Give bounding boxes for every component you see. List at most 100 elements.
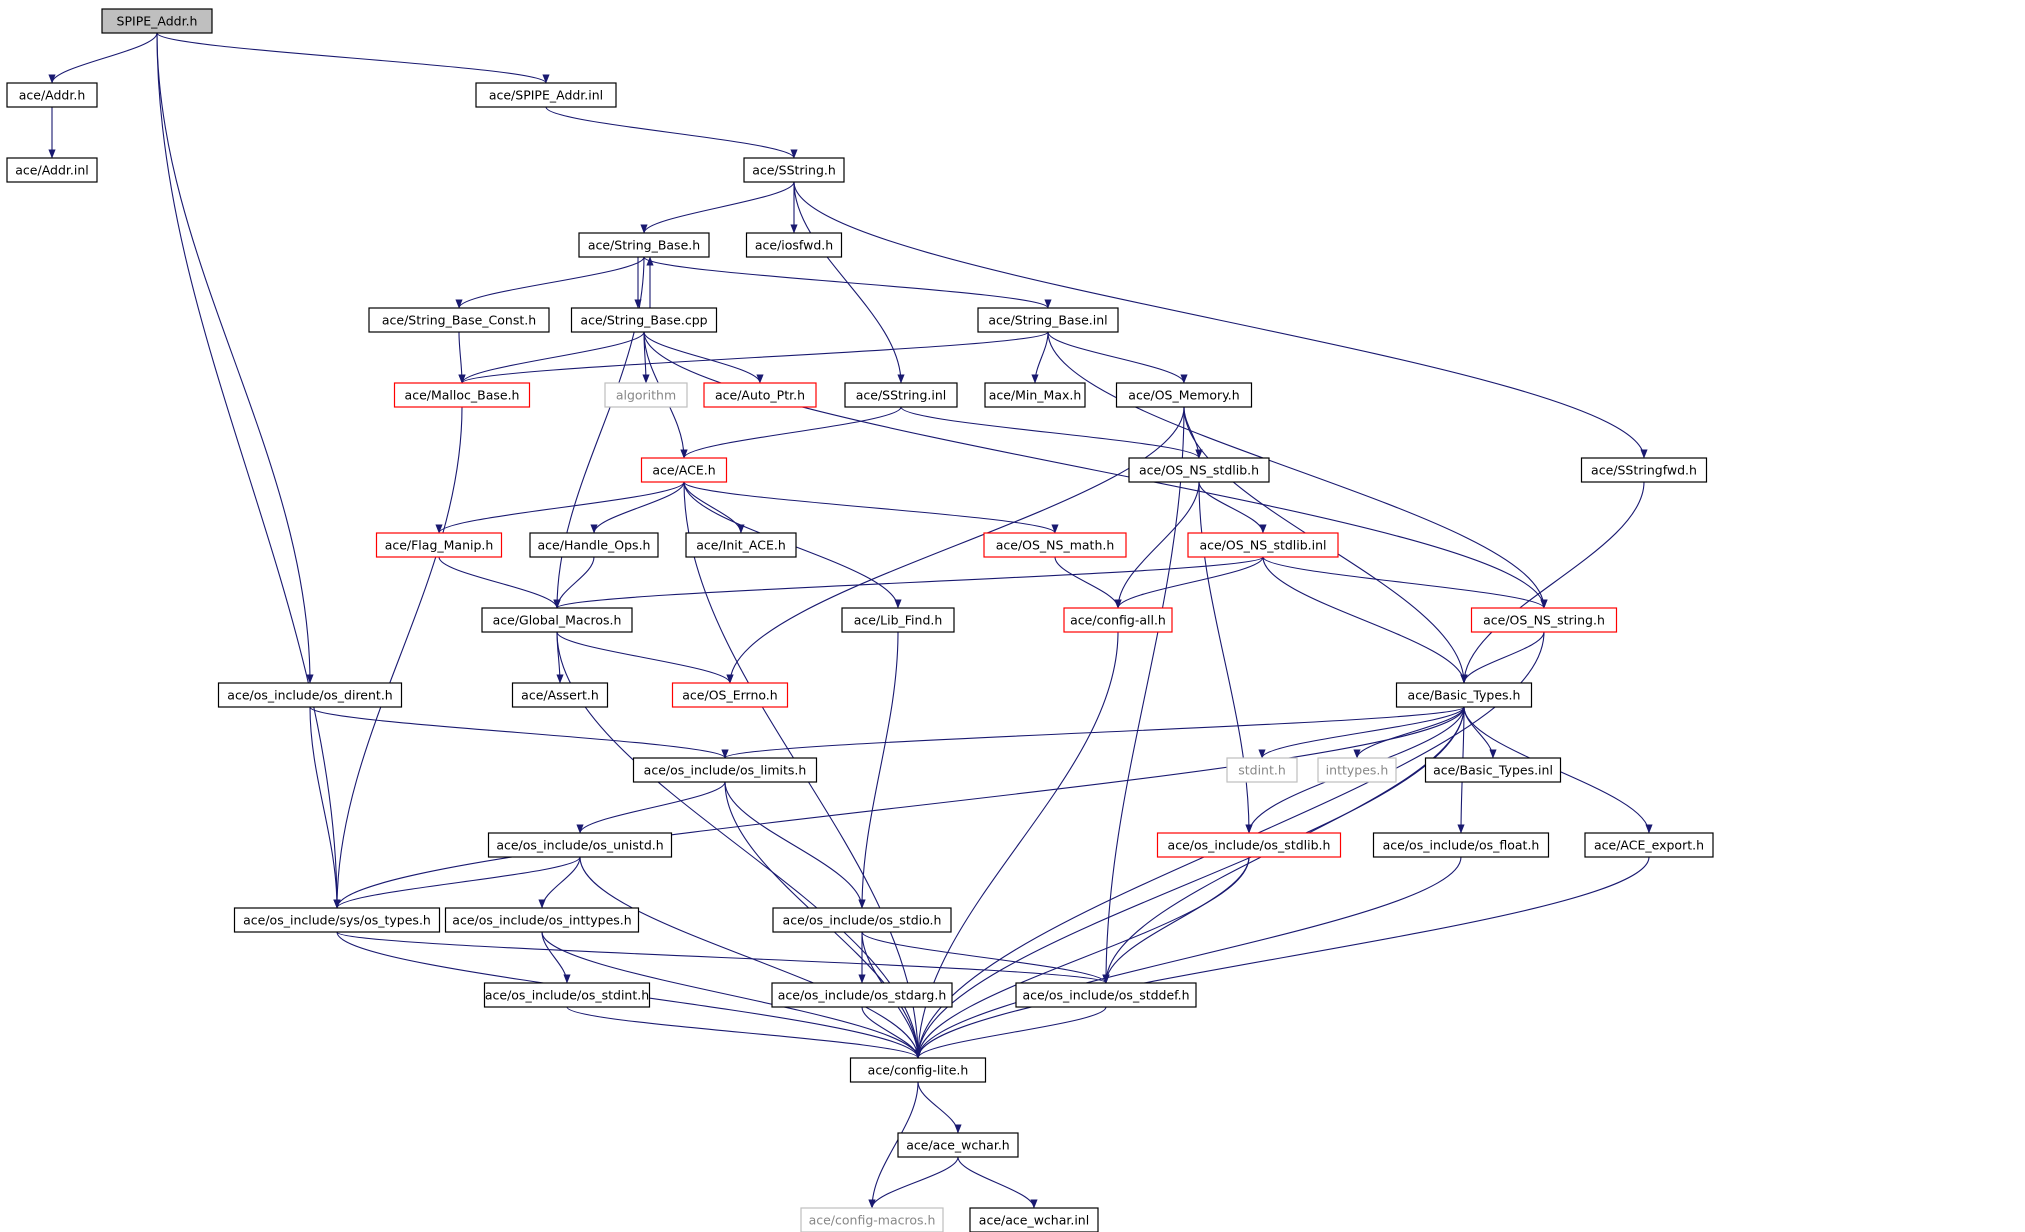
node-box: [578, 232, 710, 258]
node-addr-h[interactable]: ace/Addr.h: [6, 82, 98, 108]
node-box: [841, 607, 955, 633]
node-assert-h[interactable]: ace/Assert.h: [511, 682, 609, 708]
node-strbase-h[interactable]: ace/String_Base.h: [578, 232, 710, 258]
node-box: [849, 1057, 987, 1083]
node-box: [897, 1132, 1019, 1158]
node-config-lite[interactable]: ace/config-lite.h: [849, 1057, 987, 1083]
edge-os_stdint-to-config_lite: [566, 1006, 922, 1059]
node-algorithm[interactable]: algorithm: [604, 382, 688, 408]
node-box: [1063, 607, 1173, 633]
node-strbase-const[interactable]: ace/String_Base_Const.h: [368, 307, 550, 333]
node-os-unistd[interactable]: ace/os_include/os_unistd.h: [487, 832, 673, 858]
node-box: [1424, 757, 1562, 783]
node-label: inttypes.h: [1326, 763, 1389, 778]
node-auto-ptr[interactable]: ace/Auto_Ptr.h: [703, 382, 817, 408]
edge-ace_h-to-flag_manip: [435, 481, 685, 534]
node-strbase-cpp[interactable]: ace/String_Base.cpp: [570, 307, 718, 333]
node-os-errno[interactable]: ace/OS_Errno.h: [671, 682, 789, 708]
node-strbase-inl[interactable]: ace/String_Base.inl: [977, 307, 1119, 333]
node-os-stdint[interactable]: ace/os_include/os_stdint.h: [483, 982, 651, 1008]
node-basic-types-inl[interactable]: ace/Basic_Types.inl: [1424, 757, 1562, 783]
node-os-ns-stdlib-inl[interactable]: ace/OS_NS_stdlib.inl: [1187, 532, 1339, 558]
node-os-limits[interactable]: ace/os_include/os_limits.h: [632, 757, 818, 783]
node-ace-wchar-h[interactable]: ace/ace_wchar.h: [897, 1132, 1019, 1158]
node-init-ace[interactable]: ace/Init_ACE.h: [685, 532, 797, 558]
edge-sstring_inl-to-ace_h: [680, 406, 902, 459]
node-label: ace/os_include/os_stddef.h: [1022, 988, 1189, 1003]
node-label: algorithm: [616, 388, 676, 403]
node-box: [487, 832, 673, 858]
node-box: [217, 682, 403, 708]
node-label: ace/os_include/os_dirent.h: [227, 688, 392, 703]
node-os-stddef[interactable]: ace/os_include/os_stddef.h: [1015, 982, 1197, 1008]
node-label: ace/ace_wchar.inl: [979, 1213, 1089, 1228]
node-label: ace/String_Base.cpp: [580, 313, 707, 328]
node-malloc-base[interactable]: ace/Malloc_Base.h: [393, 382, 531, 408]
node-box: [101, 8, 213, 34]
node-sstringfwd[interactable]: ace/SStringfwd.h: [1580, 457, 1708, 483]
node-box: [703, 382, 817, 408]
node-iosfwd[interactable]: ace/iosfwd.h: [745, 232, 843, 258]
node-os-ns-string[interactable]: ace/OS_NS_string.h: [1470, 607, 1618, 633]
edge-ace_h-to-os_ns_math: [683, 481, 1059, 534]
node-lib-find[interactable]: ace/Lib_Find.h: [841, 607, 955, 633]
node-sys-types[interactable]: ace/os_include/sys/os_types.h: [233, 907, 441, 933]
node-label: ace/config-all.h: [1070, 613, 1166, 628]
node-box: [1580, 457, 1708, 483]
node-os-memory[interactable]: ace/OS_Memory.h: [1115, 382, 1253, 408]
node-inttypes[interactable]: inttypes.h: [1317, 757, 1397, 783]
edge-strbase_cpp-to-os_ns_string: [643, 331, 1548, 609]
node-box: [393, 382, 531, 408]
edges-layer: [48, 32, 1653, 1209]
node-root[interactable]: SPIPE_Addr.h: [101, 8, 213, 34]
node-label: ace/os_include/sys/os_types.h: [243, 913, 431, 928]
node-flag-manip[interactable]: ace/Flag_Manip.h: [375, 532, 503, 558]
node-box: [604, 382, 688, 408]
node-os-stdarg[interactable]: ace/os_include/os_stdarg.h: [771, 982, 953, 1008]
node-config-macros[interactable]: ace/config-macros.h: [800, 1207, 944, 1232]
node-addr-inl[interactable]: ace/Addr.inl: [6, 157, 98, 183]
node-box: [984, 382, 1086, 408]
node-global-macros[interactable]: ace/Global_Macros.h: [481, 607, 633, 633]
node-os-stdlib-h[interactable]: ace/os_include/os_stdlib.h: [1156, 832, 1342, 858]
node-min-max[interactable]: ace/Min_Max.h: [984, 382, 1086, 408]
node-ace-h[interactable]: ace/ACE.h: [640, 457, 728, 483]
node-os-inttypes[interactable]: ace/os_include/os_inttypes.h: [444, 907, 640, 933]
node-label: ace/os_include/os_float.h: [1383, 838, 1540, 853]
node-label: ace/Global_Macros.h: [493, 613, 622, 628]
node-box: [1187, 532, 1339, 558]
node-box: [6, 157, 98, 183]
edge-os_ns_stdlib_inl-to-global_macros: [553, 556, 1264, 609]
edge-spipe_inl-to-sstring_h: [545, 106, 798, 159]
edge-ace_h-to-init_ace: [683, 481, 745, 534]
node-os-ns-math[interactable]: ace/OS_NS_math.h: [983, 532, 1127, 558]
node-os-ns-stdlib-h[interactable]: ace/OS_NS_stdlib.h: [1128, 457, 1270, 483]
node-box: [977, 307, 1119, 333]
node-box: [570, 307, 718, 333]
node-sstring-inl[interactable]: ace/SString.inl: [844, 382, 958, 408]
node-handle-ops[interactable]: ace/Handle_Ops.h: [529, 532, 659, 558]
node-os-dirent[interactable]: ace/os_include/os_dirent.h: [217, 682, 403, 708]
edge-os_ns_stdlib_inl-to-os_ns_string: [1262, 556, 1548, 609]
node-ace-export[interactable]: ace/ACE_export.h: [1584, 832, 1714, 858]
node-label: ace/Init_ACE.h: [696, 538, 786, 553]
edge-strbase_cpp-to-malloc_base: [458, 331, 645, 384]
edge-os_dirent-to-sys_types: [309, 706, 341, 909]
node-stdint[interactable]: stdint.h: [1226, 757, 1298, 783]
node-spipe-inl[interactable]: ace/SPIPE_Addr.inl: [475, 82, 617, 108]
edge-config_lite-to-config_macros: [868, 1081, 919, 1209]
node-label: ace/Lib_Find.h: [854, 613, 943, 628]
edge-handle_ops-to-global_macros: [553, 556, 595, 609]
node-box: [745, 232, 843, 258]
node-config-all[interactable]: ace/config-all.h: [1063, 607, 1173, 633]
node-box: [475, 82, 617, 108]
node-os-float[interactable]: ace/os_include/os_float.h: [1372, 832, 1550, 858]
node-label: ace/OS_Memory.h: [1128, 388, 1239, 403]
node-basic-types[interactable]: ace/Basic_Types.h: [1395, 682, 1533, 708]
edge-sstring_h-to-sstringfwd: [793, 181, 1648, 459]
node-os-stdio[interactable]: ace/os_include/os_stdio.h: [772, 907, 952, 933]
node-sstring-h[interactable]: ace/SString.h: [743, 157, 845, 183]
node-ace-wchar-inl[interactable]: ace/ace_wchar.inl: [969, 1207, 1099, 1232]
node-label: ace/ACE_export.h: [1594, 838, 1704, 853]
